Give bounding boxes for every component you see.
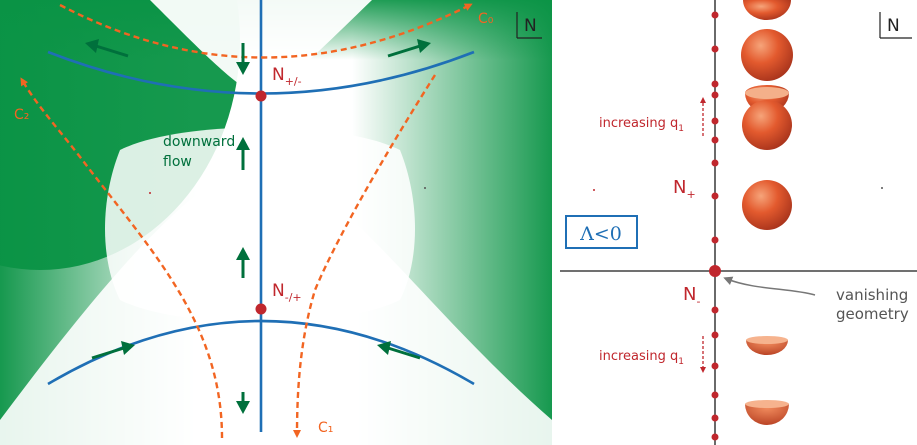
flow-arrows xyxy=(85,39,431,414)
curve-c2 xyxy=(20,77,224,439)
bowl-1 xyxy=(746,336,788,355)
flow-text-line1: downward xyxy=(163,134,235,150)
arrow-top-right xyxy=(387,39,431,58)
point-top xyxy=(255,90,267,102)
label-increasing-top: increasing q1 xyxy=(599,116,684,134)
corner-box-left: N xyxy=(516,12,542,39)
label-vanishing: vanishing xyxy=(836,286,908,304)
left-panel: N+/- N-/+ downward flow C₀ C₂ C₁ xyxy=(0,0,552,445)
origin-point xyxy=(709,265,721,277)
lambda-box: Λ<0 xyxy=(565,215,638,249)
dot-far-right xyxy=(881,187,883,189)
point-bottom xyxy=(255,303,267,315)
lambda-label: Λ<0 xyxy=(579,223,622,245)
label-n-top: N+/- xyxy=(272,65,302,88)
sphere-3 xyxy=(742,180,792,230)
dot-right xyxy=(424,187,426,189)
sphere-2 xyxy=(742,100,792,150)
vanishing-arrow xyxy=(723,276,816,296)
bowl-2 xyxy=(745,400,789,425)
dot-left xyxy=(149,192,151,194)
arrow-low-up xyxy=(236,247,250,278)
label-n-plus: N+ xyxy=(673,177,696,201)
flow-text-line2: flow xyxy=(163,154,192,170)
right-panel: increasing q1 increasing q1 N+ N- Λ<0 va… xyxy=(560,0,917,445)
label-n-minus: N- xyxy=(683,284,700,308)
label-n-bottom: N-/+ xyxy=(272,281,302,304)
arrow-bottom-right xyxy=(377,341,421,360)
label-c1: C₁ xyxy=(318,420,333,436)
axis-dots xyxy=(711,11,719,441)
arrow-bottom-left xyxy=(91,341,135,360)
corner-label-right: N xyxy=(887,16,900,36)
corner-box-right: N xyxy=(879,12,912,39)
geometry-shapes xyxy=(741,0,793,425)
arrow-bottom-down xyxy=(236,392,250,414)
bowl-top-partial xyxy=(743,0,791,20)
label-increasing-bottom: increasing q1 xyxy=(599,349,684,367)
dot-far-left xyxy=(593,189,595,191)
corner-label-left: N xyxy=(524,16,537,36)
arrow-top-down xyxy=(236,43,250,75)
curve-c1 xyxy=(293,74,437,438)
curve-c0 xyxy=(59,3,473,59)
sphere-1 xyxy=(741,29,793,81)
arrow-mid-up xyxy=(236,137,250,170)
arrow-top-left xyxy=(85,39,129,58)
label-geometry: geometry xyxy=(836,305,909,323)
label-c0: C₀ xyxy=(478,11,494,27)
label-c2: C₂ xyxy=(14,107,29,123)
